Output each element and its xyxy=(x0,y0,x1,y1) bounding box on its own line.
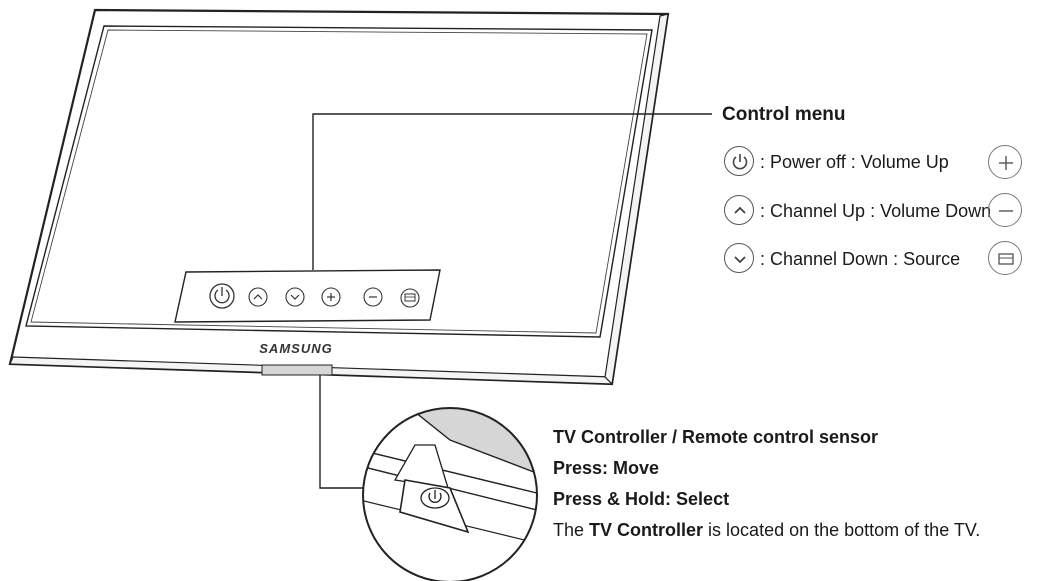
note-suffix: is located on the bottom of the TV. xyxy=(703,520,981,540)
panel-channel-up-button xyxy=(248,287,268,307)
chevron-down-icon xyxy=(724,243,754,273)
control-menu-row-3: : Channel Down : Source xyxy=(760,249,961,269)
press-hold-label: Press & Hold xyxy=(553,489,666,509)
controller-location-marker xyxy=(261,364,333,376)
panel-channel-down-button xyxy=(285,287,305,307)
controller-leader-line xyxy=(319,375,380,489)
source-icon xyxy=(988,241,1022,275)
controller-title: TV Controller / Remote control sensor xyxy=(553,427,879,447)
note-prefix: The xyxy=(553,520,590,540)
note-bold: TV Controller xyxy=(589,520,704,540)
minus-icon xyxy=(988,193,1022,227)
control-panel xyxy=(174,269,441,323)
press-hold-value: : Select xyxy=(665,489,730,509)
panel-source-button xyxy=(400,288,420,308)
controller-press-text: Press: Move xyxy=(553,458,660,478)
control-menu-leader-line xyxy=(312,113,712,270)
plus-icon xyxy=(988,145,1022,179)
power-icon xyxy=(724,146,754,176)
controller-press-hold-text: Press & Hold: Select xyxy=(553,488,729,510)
tv-screen-inner xyxy=(30,29,648,334)
brand-logo: SAMSUNG xyxy=(259,341,332,356)
chevron-up-icon xyxy=(724,195,754,225)
tv-screen xyxy=(25,25,653,338)
controller-magnifier xyxy=(362,407,538,581)
control-menu-title: Control menu xyxy=(722,104,846,125)
tv-bezel-side xyxy=(604,13,669,386)
controller-location-note: The TV Controller is located on the bott… xyxy=(553,519,980,541)
control-menu-row-1: : Power off : Volume Up xyxy=(760,152,949,172)
control-menu-row-2: : Channel Up : Volume Down xyxy=(760,201,992,221)
